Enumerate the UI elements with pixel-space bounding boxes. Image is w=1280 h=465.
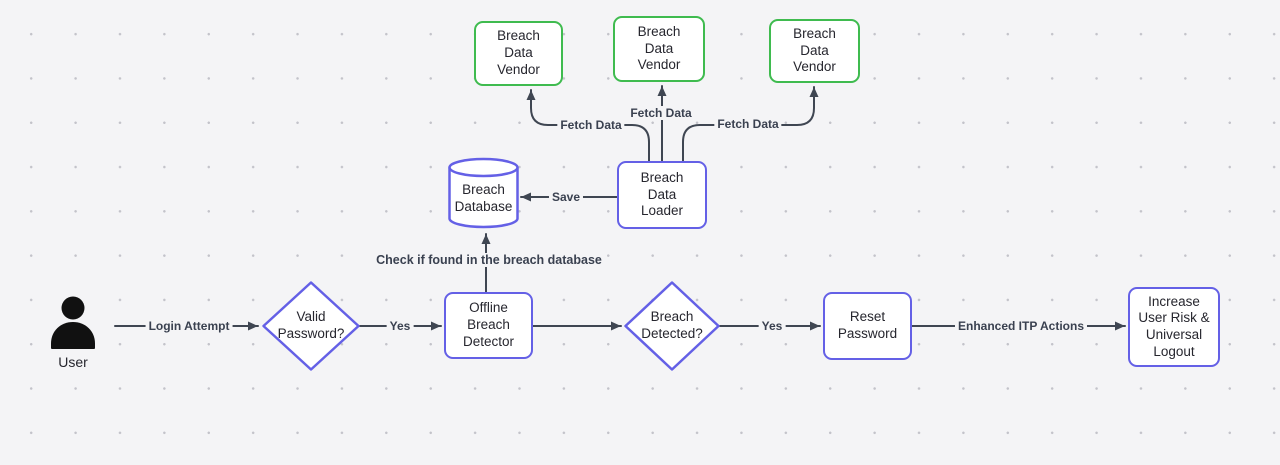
node-label: Valid Password? bbox=[277, 309, 345, 341]
node-increase-user-risk: Increase User Risk & Universal Logout bbox=[1128, 287, 1220, 367]
edge-label-check-breach-db: Check if found in the breach database bbox=[373, 253, 605, 267]
edge-label-fetch-data-mid: Fetch Data bbox=[627, 106, 695, 120]
node-label: Reset Password bbox=[837, 309, 898, 341]
node-label: Offline Breach Detector bbox=[462, 300, 515, 349]
node-breach-detected: Breach Detected? bbox=[624, 281, 720, 371]
node-breach-data-vendor-1: Breach Data Vendor bbox=[474, 21, 563, 86]
node-label: Breach Data Vendor bbox=[637, 23, 681, 73]
node-label: Breach Data Vendor bbox=[793, 25, 836, 75]
edge-label-fetch-data-right: Fetch Data bbox=[714, 117, 782, 131]
edge-label-fetch-data-left: Fetch Data bbox=[557, 118, 625, 132]
node-breach-data-vendor-3: Breach Data Vendor bbox=[769, 19, 860, 83]
edge-label-yes-valid: Yes bbox=[386, 319, 414, 333]
node-label: Breach Database bbox=[454, 182, 513, 214]
edge-label-enhanced-itp: Enhanced ITP Actions bbox=[954, 319, 1088, 333]
node-label: Increase User Risk & Universal Logout bbox=[1138, 293, 1210, 359]
decision-diamond-shape bbox=[262, 281, 360, 371]
edge-label-yes-detected: Yes bbox=[758, 319, 786, 333]
node-offline-breach-detector: Offline Breach Detector bbox=[444, 292, 533, 359]
database-cylinder-shape bbox=[448, 157, 519, 229]
node-label: Breach Data Vendor bbox=[497, 28, 540, 77]
node-reset-password: Reset Password bbox=[823, 292, 912, 360]
node-breach-database: Breach Database bbox=[448, 157, 519, 229]
actor-label: User bbox=[58, 354, 88, 370]
edge-label-save: Save bbox=[548, 190, 584, 204]
node-breach-data-vendor-2: Breach Data Vendor bbox=[613, 16, 705, 82]
decision-diamond-shape bbox=[624, 281, 720, 371]
node-valid-password: Valid Password? bbox=[262, 281, 360, 371]
edge-label-login-attempt: Login Attempt bbox=[145, 319, 233, 333]
node-label: Breach Data Loader bbox=[640, 169, 684, 219]
node-breach-data-loader: Breach Data Loader bbox=[617, 161, 707, 229]
node-label: Breach Detected? bbox=[641, 309, 703, 341]
actor-user: User bbox=[43, 294, 103, 384]
